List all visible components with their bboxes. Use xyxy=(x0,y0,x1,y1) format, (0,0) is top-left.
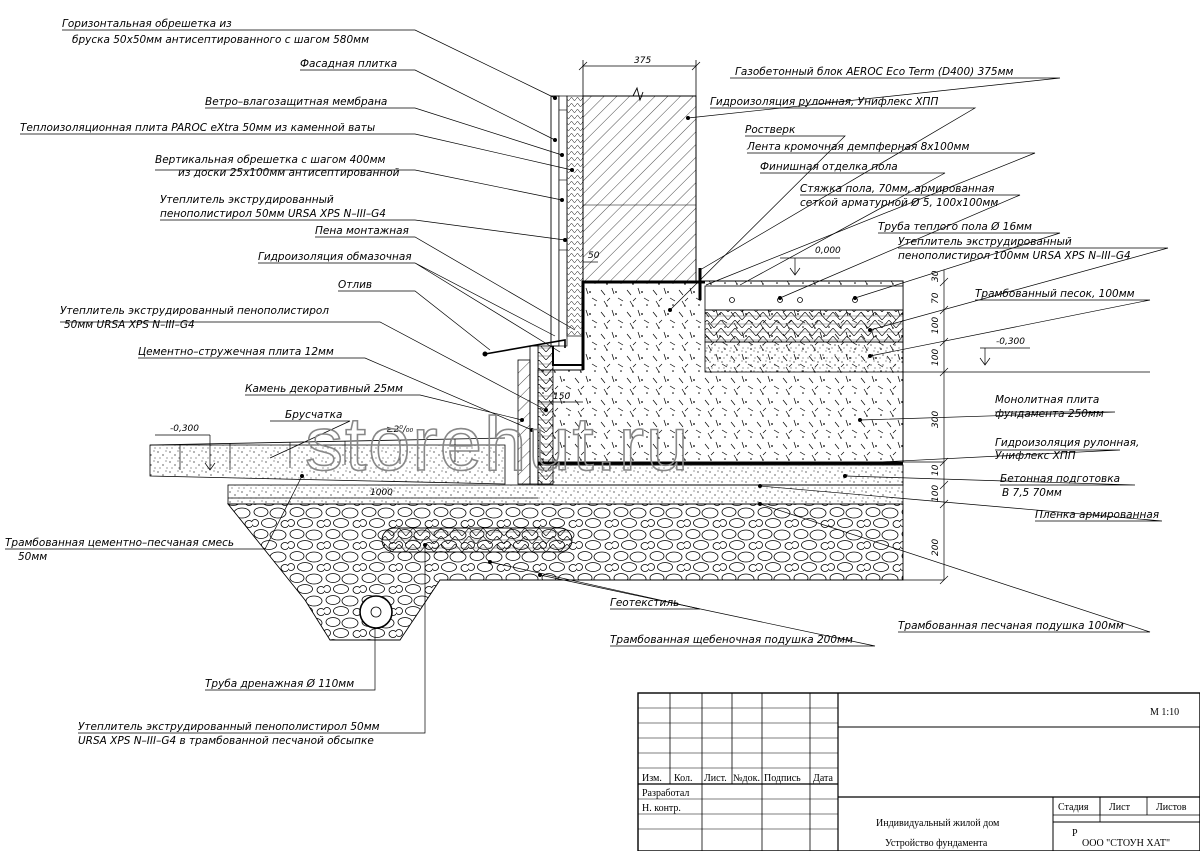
dimension-texts: 375 50 150 1000 ≥2⁰/₀₀ 0,000 -0,300 -0,3… xyxy=(170,56,1025,556)
label-vert-lath-2: из доски 25x100мм антисептированной xyxy=(178,167,400,179)
label-membrane: Ветро–влагозащитная мембрана xyxy=(205,96,387,108)
label-xps-wall-1: Утеплитель экструдированный xyxy=(160,194,334,206)
structure xyxy=(149,60,904,641)
label-concrete-prep-2: В 7,5 70мм xyxy=(1002,487,1062,499)
dim-200: 200 xyxy=(931,539,941,556)
label-slab-1: Монолитная плита xyxy=(995,394,1099,406)
dim-300: 300 xyxy=(931,411,941,428)
label-sand-cement-2: 50мм xyxy=(18,551,47,563)
label-xps-wall-2: пенополистирол 50мм URSA XPS N–III–G4 xyxy=(160,208,386,220)
label-edge-tape: Лента кромочная демпферная 8x100мм xyxy=(746,141,969,153)
label-film: Пленка армированная xyxy=(1035,509,1159,521)
label-xps-plinth-2: 50мм URSA XPS N–III–G4 xyxy=(64,319,195,331)
label-vert-lath-1: Вертикальная обрешетка с шагом 400мм xyxy=(155,154,386,166)
label-drain-pipe: Труба дренажная Ø 110мм xyxy=(205,678,354,690)
scale-text: М 1:10 xyxy=(1150,707,1179,718)
dim-100-c: 100 xyxy=(931,485,941,502)
label-screed-1: Стяжка пола, 70мм, армированная xyxy=(800,183,994,195)
watermark: storehut.ru xyxy=(305,402,690,487)
label-gravel-pillow: Трамбованная щебеночная подушка 200мм xyxy=(610,634,853,646)
sand-pillow xyxy=(227,484,904,505)
dimensions xyxy=(155,61,1150,585)
stage-header: Стадия xyxy=(1058,802,1089,813)
label-rostverk: Ростверк xyxy=(745,124,796,136)
label-foam: Пена монтажная xyxy=(315,225,409,237)
sheets-header: Листов xyxy=(1156,802,1187,813)
label-xps-floor-1: Утеплитель экструдированный xyxy=(898,236,1072,248)
facade-tile-layer xyxy=(550,95,560,347)
header-ndok: №док. xyxy=(733,773,760,784)
label-xps-drain-1: Утеплитель экструдированный пенополистир… xyxy=(78,721,380,733)
label-sand-cement-1: Трамбованная цементно–песчаная смесь xyxy=(5,537,234,549)
stage-value: Р xyxy=(1072,828,1078,839)
dim-100-b: 100 xyxy=(931,349,941,366)
label-xps-floor-2: пенополистирол 100мм URSA XPS N–III–G4 xyxy=(898,250,1131,262)
label-concrete-prep-1: Бетонная подготовка xyxy=(1000,473,1120,485)
rock-wool-layer xyxy=(566,95,584,337)
dim-100-a: 100 xyxy=(931,317,941,334)
title-block xyxy=(637,692,1200,851)
aerated-concrete-wall xyxy=(582,95,697,282)
label-aeroc: Газобетонный блок AEROC Eco Term (D400) … xyxy=(735,66,1014,78)
row-developed: Разработал xyxy=(642,788,689,799)
label-horiz-lath-1: Горизонтальная обрешетка из xyxy=(62,18,232,30)
floor-xps xyxy=(704,309,904,343)
level-m300-left: -0,300 xyxy=(170,424,199,434)
slope-mark: ≥2⁰/₀₀ xyxy=(386,425,414,435)
callout-labels: Горизонтальная обрешетка из бруска 50x50… xyxy=(5,18,1159,747)
dim-50: 50 xyxy=(588,251,600,261)
label-xps-plinth-1: Утеплитель экструдированный пенополистир… xyxy=(60,305,329,317)
leader-dots xyxy=(300,96,872,577)
title-block-texts: М 1:10 Изм. Кол. Лист. №док. Подпись Дат… xyxy=(642,707,1187,849)
label-coat-waterproofing: Гидроизоляция обмазочная xyxy=(258,251,412,263)
header-podpis: Подпись xyxy=(764,773,801,784)
dim-10: 10 xyxy=(931,464,941,476)
project-name: Индивидуальный жилой дом xyxy=(876,818,1000,829)
floor-screed xyxy=(704,285,904,311)
label-slab-2: фундамента 250мм xyxy=(995,408,1104,420)
dim-150: 150 xyxy=(553,392,570,402)
floor-sand xyxy=(704,341,904,373)
header-izm: Изм. xyxy=(642,773,662,784)
label-stone: Камень декоративный 25мм xyxy=(245,383,403,395)
label-paver: Брусчатка xyxy=(285,409,342,421)
label-sand-pillow: Трамбованная песчаная подушка 100мм xyxy=(898,620,1124,632)
drip-flashing xyxy=(484,339,566,355)
label-roll-waterproofing-bot-1: Гидроизоляция рулонная, xyxy=(995,437,1139,449)
decorative-stone xyxy=(517,359,531,485)
level-m300-right: -0,300 xyxy=(996,337,1025,347)
sheet-header: Лист xyxy=(1109,802,1131,813)
label-sand-100: Трамбованный песок, 100мм xyxy=(975,288,1135,300)
lath-layer xyxy=(558,95,568,347)
gravel-pillow xyxy=(227,503,904,641)
leader-lines xyxy=(5,29,1169,734)
header-kol: Кол. xyxy=(674,773,693,784)
label-roll-waterproofing-top: Гидроизоляция рулонная, Унифлекс ХПП xyxy=(710,96,938,108)
label-xps-drain-2: URSA XPS N–III–G4 в трамбованной песчано… xyxy=(78,735,374,747)
sheet-title: Устройство фундамента xyxy=(885,838,988,849)
dim-30: 30 xyxy=(931,270,941,282)
label-roll-waterproofing-bot-2: Унифлекс ХПП xyxy=(995,450,1076,462)
level-0: 0,000 xyxy=(815,246,841,256)
header-list: Лист. xyxy=(704,773,727,784)
dim-375: 375 xyxy=(634,56,651,66)
label-screed-2: сеткой арматурной Ø 5, 100x100мм xyxy=(800,197,998,209)
label-geotextile: Геотекстиль xyxy=(610,597,679,609)
label-heat-pipe: Труба теплого пола Ø 16мм xyxy=(878,221,1032,233)
label-csp: Цементно–стружечная плита 12мм xyxy=(138,346,334,358)
label-horiz-lath-2: бруска 50x50мм антисептированного с шаго… xyxy=(72,34,369,46)
paving xyxy=(149,444,506,485)
dim-70: 70 xyxy=(931,292,941,304)
drain-xps xyxy=(381,527,573,553)
label-drip: Отлив xyxy=(338,279,372,291)
company-name: ООО "СТОУН ХАТ" xyxy=(1082,838,1170,849)
row-norm-control: Н. контр. xyxy=(642,803,681,814)
header-data: Дата xyxy=(813,773,833,784)
label-finish-floor: Финишная отделка пола xyxy=(760,161,898,173)
label-paroc: Теплоизоляционная плита PAROC eXtra 50мм… xyxy=(20,122,375,134)
label-facade-tile: Фасадная плитка xyxy=(300,58,397,70)
dim-1000: 1000 xyxy=(370,488,393,498)
